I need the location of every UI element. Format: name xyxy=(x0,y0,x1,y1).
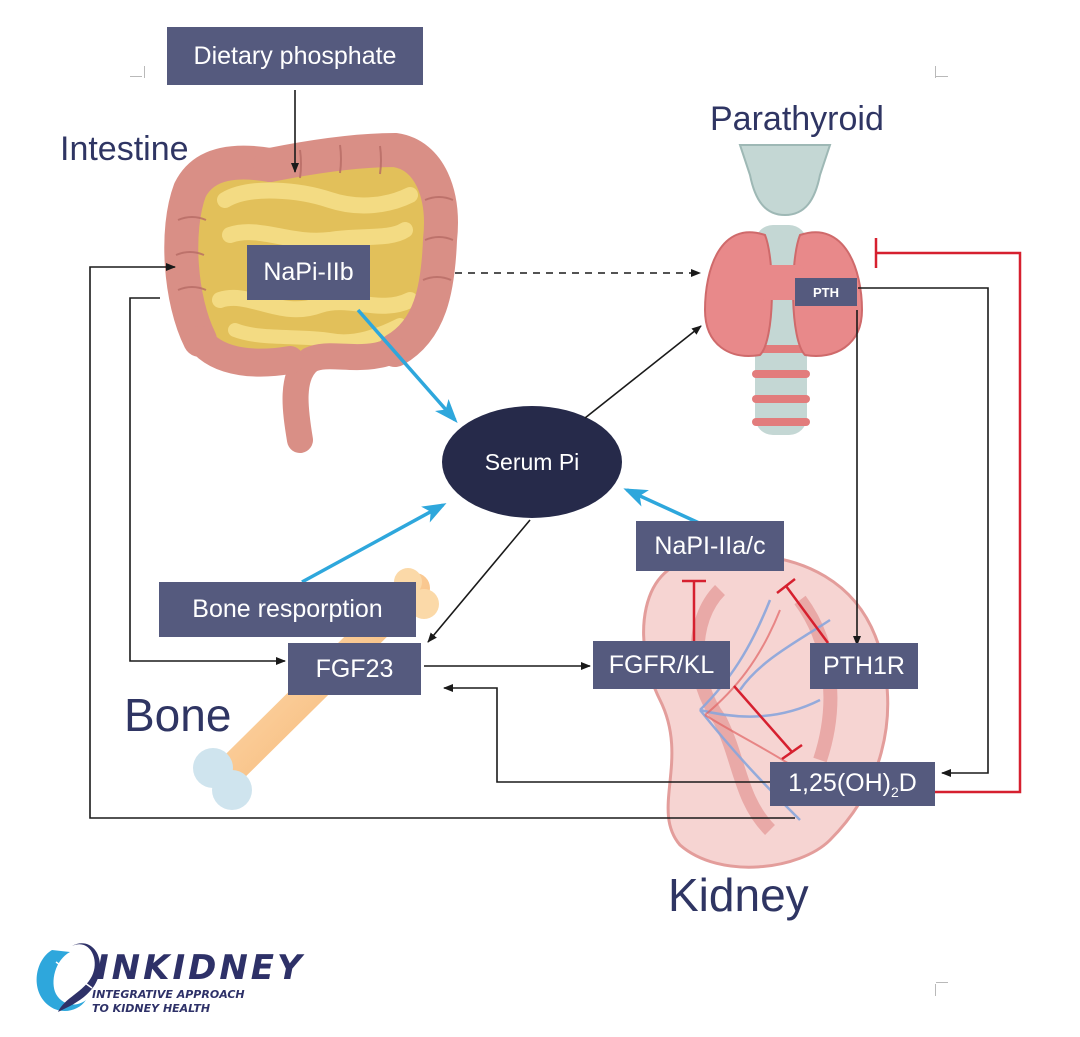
pth1r-label: PTH1R xyxy=(823,651,905,680)
regulatory-arrows xyxy=(89,90,989,819)
calcitriol-prefix: 1,25(OH) xyxy=(788,768,891,797)
bone-resorption-label: Bone resporption xyxy=(192,595,383,623)
crop-mark xyxy=(130,76,142,77)
inhibit-pth1r-to-napi xyxy=(784,585,830,644)
arrow-intestine-to-fgf23 xyxy=(129,297,286,665)
napi-iiac-node: NaPI-IIa/c xyxy=(636,521,784,571)
crop-mark xyxy=(144,66,145,78)
fgf23-label: FGF23 xyxy=(315,654,394,683)
arrow-calcitriol-to-intestine xyxy=(89,263,795,819)
arrow-serum-to-parathyroid xyxy=(584,325,702,419)
inhibit-fgfr-to-calcitriol xyxy=(733,685,793,753)
inhibition-lines xyxy=(682,238,1022,794)
kidney-label: Kidney xyxy=(668,869,809,921)
arrow-calcitriol-to-fgf23 xyxy=(443,684,770,783)
logo-tagline-1: INTEGRATIVE APPROACH xyxy=(92,988,245,1001)
crop-mark xyxy=(936,982,948,983)
inkidney-logo-emblem xyxy=(36,943,100,1012)
dietary-phosphate-label: Dietary phosphate xyxy=(193,41,397,70)
crop-mark xyxy=(936,76,948,77)
pth-label: PTH xyxy=(813,284,839,300)
arrow-bone-resorption-to-serum xyxy=(301,503,447,584)
logo-tagline-2: TO KIDNEY HEALTH xyxy=(92,1002,211,1015)
calcitriol-suffix: D xyxy=(898,768,917,797)
serum-pi-label: Serum Pi xyxy=(484,448,580,475)
crop-mark xyxy=(935,66,936,78)
bone-resorption-node: Bone resporption xyxy=(159,582,416,637)
arrow-napi-iib-to-serum xyxy=(356,308,458,424)
intestine-label: Intestine xyxy=(60,130,189,168)
parathyroid-label: Parathyroid xyxy=(710,100,884,138)
fgf23-node: FGF23 xyxy=(288,643,421,695)
logo-wordmark: INKIDNEY xyxy=(96,948,305,988)
kidney-illustration xyxy=(642,553,890,869)
calcitriol-label: 1,25(OH)2D xyxy=(788,769,917,800)
pth1r-node: PTH1R xyxy=(810,643,918,689)
serum-pi-ellipse xyxy=(442,406,622,518)
serum-pi-node: Serum Pi xyxy=(442,440,622,484)
crop-mark xyxy=(935,984,936,996)
calcitriol-node: 1,25(OH)2D xyxy=(770,762,935,806)
inhibit-calcitriol-to-pth xyxy=(876,251,1022,794)
fgfr-kl-node: FGFR/KL xyxy=(593,641,730,689)
bone-label: Bone xyxy=(124,689,232,741)
pth-node: PTH xyxy=(795,278,857,306)
fgfr-kl-label: FGFR/KL xyxy=(608,650,715,679)
arrow-pth-to-calcitriol xyxy=(858,287,989,777)
calcitriol-subscript: 2 xyxy=(890,783,899,800)
arrow-serum-to-fgf23 xyxy=(427,519,531,643)
napi-iiac-label: NaPI-IIa/c xyxy=(654,531,766,560)
napi-iib-label: NaPi-IIb xyxy=(263,258,354,286)
napi-iib-node: NaPi-IIb xyxy=(247,245,370,300)
dietary-phosphate-node: Dietary phosphate xyxy=(167,27,423,85)
